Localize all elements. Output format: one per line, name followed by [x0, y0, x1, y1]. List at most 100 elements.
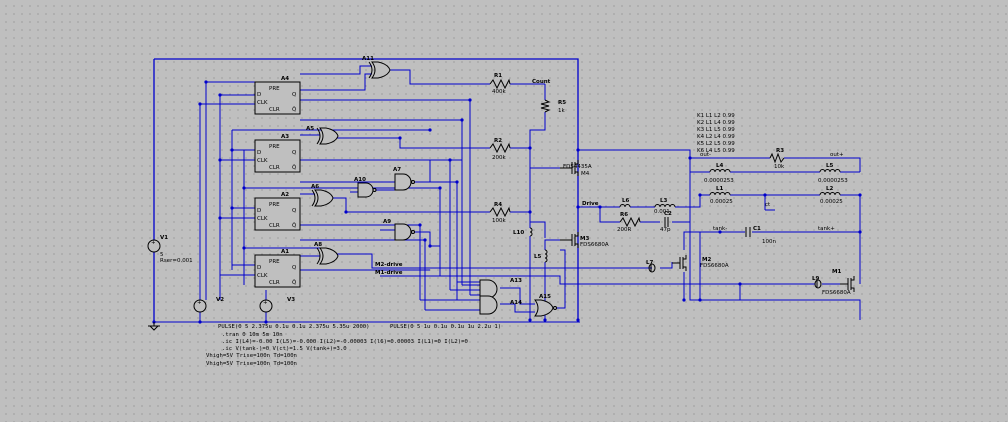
svg-text:A9: A9 [383, 219, 391, 225]
net-count: Count [532, 79, 551, 85]
svg-text:CLR: CLR [269, 165, 280, 171]
component-l7[interactable]: L7 [646, 260, 656, 273]
net-ct: ct [765, 202, 771, 208]
flipflop-label: A4 [281, 76, 289, 82]
svg-text:V3: V3 [287, 297, 295, 303]
pulse-directive-2[interactable]: PULSE(0 5 1u 0.1u 0.1u 1u 2.2u 1) [390, 324, 502, 330]
svg-text:L4: L4 [716, 163, 724, 169]
svg-text:Rser=0.001: Rser=0.001 [160, 258, 193, 264]
flipflop-a1[interactable]: A1 PRE D Q CLK CLR Q̄ [254, 249, 301, 288]
svg-text:D: D [257, 92, 261, 98]
svg-text:A7: A7 [393, 167, 401, 173]
svg-text:A8: A8 [314, 242, 322, 248]
svg-text:M1: M1 [832, 269, 841, 275]
source-v3[interactable]: + V3 [259, 297, 295, 313]
svg-text:CLR: CLR [269, 107, 280, 113]
svg-text:L1: L1 [716, 186, 724, 192]
gate-a14[interactable]: A14 [479, 295, 522, 315]
net-m1-drive: M1-drive [375, 270, 403, 276]
svg-text:Q̄: Q̄ [292, 279, 297, 286]
svg-text:A11: A11 [362, 56, 374, 62]
svg-text:PRE: PRE [269, 202, 280, 208]
svg-text:K6 L4 L5 0.99: K6 L4 L5 0.99 [697, 148, 735, 154]
gate-a6[interactable]: A6 [311, 184, 334, 207]
gate-a10[interactable]: A10 [354, 177, 377, 198]
tran-directive[interactable]: .tran 0 10m 5m 10n [222, 332, 283, 338]
inductor-l4[interactable]: L4 0.0000253 [704, 163, 734, 184]
mosfet-m4[interactable]: FDS4435A M4 [560, 160, 592, 177]
svg-text:A6: A6 [311, 184, 319, 190]
svg-text:V2: V2 [216, 297, 224, 303]
svg-text:A14: A14 [510, 300, 522, 306]
svg-text:0.0000253: 0.0000253 [704, 178, 734, 184]
resistor-r6[interactable]: R6 200R [617, 212, 641, 233]
svg-text:PRE: PRE [269, 259, 280, 265]
resistor-r3[interactable]: R3 10k [769, 148, 785, 170]
svg-text:K4 L2 L4 0.99: K4 L2 L4 0.99 [697, 134, 735, 140]
source-v1[interactable]: + V1 5 Rser=0.001 [147, 235, 193, 264]
svg-text:FDS6680A: FDS6680A [700, 263, 729, 269]
svg-text:CLK: CLK [257, 158, 268, 164]
net-out-plus: out+ [830, 152, 844, 158]
svg-text:FDS6680A: FDS6680A [580, 242, 609, 248]
inductor-l6[interactable]: L6 [619, 198, 631, 208]
svg-text:CLK: CLK [257, 216, 268, 222]
svg-text:47p: 47p [660, 227, 671, 233]
mosfet-m1[interactable]: M1 FDS6680A [822, 269, 855, 296]
inductor-l1[interactable]: L1 0.00025 [709, 186, 733, 205]
svg-text:+: + [197, 300, 202, 306]
svg-text:200k: 200k [492, 155, 506, 161]
svg-text:PRE: PRE [269, 86, 280, 92]
inductor-l5-lower[interactable]: L5 [534, 249, 548, 263]
svg-text:400k: 400k [492, 89, 506, 95]
gate-a5[interactable]: A5 [306, 126, 339, 145]
svg-text:L3: L3 [660, 198, 668, 204]
svg-text:C1: C1 [753, 226, 761, 232]
resistor-r5[interactable]: R5 1k [540, 99, 566, 114]
resistor-r1[interactable]: R1 400k [489, 73, 511, 95]
mosfet-m2[interactable]: M2 FDS6680A [672, 255, 729, 271]
svg-text:A10: A10 [354, 177, 366, 183]
vhigh-directive-2[interactable]: Vhigh=5V Trise=100n Td=100n [206, 361, 297, 367]
inductor-l10[interactable]: L10 [513, 227, 533, 237]
resistor-r4[interactable]: R4 100k [489, 202, 511, 224]
gate-a11[interactable]: A11 [362, 56, 391, 79]
gate-a9[interactable]: A9 [383, 219, 415, 241]
svg-text:0.00025: 0.00025 [820, 199, 843, 205]
flipflop-a2[interactable]: A2 PRE D Q CLK CLR Q̄ [254, 192, 301, 231]
inductor-l2[interactable]: L2 0.00025 [819, 186, 843, 205]
gate-a15[interactable]: A15 [534, 294, 557, 317]
svg-text:D: D [257, 150, 261, 156]
source-v2[interactable]: + V2 [193, 297, 224, 313]
inductor-l5[interactable]: L5 0.0000253 [818, 163, 848, 184]
ic-directive-2[interactable]: .ic V(tank-)=0 V(ct)=1.5 V(tank+)=3.0 [222, 346, 347, 352]
svg-text:D: D [257, 208, 261, 214]
flipflop-a3[interactable]: A3 PRE D Q CLK CLR Q̄ [254, 134, 301, 173]
net-drive: Drive [582, 201, 599, 207]
pulse-directive-1[interactable]: PULSE(0 5 2.375u 0.1u 0.1u 2.375u 5.35u … [218, 324, 370, 330]
net-tank-plus: tank+ [818, 226, 835, 232]
svg-text:L9: L9 [812, 276, 820, 282]
svg-text:R1: R1 [494, 73, 502, 79]
capacitor-c1[interactable]: C1 100n [745, 226, 776, 245]
gate-a7[interactable]: A7 [393, 167, 415, 191]
svg-text:L7: L7 [646, 260, 654, 266]
ic-directive-1[interactable]: .ic I(L4)=-0.00 I(L5)=-0.000 I(L2)=-0.00… [222, 339, 468, 345]
svg-text:R6: R6 [620, 212, 628, 218]
gate-a8[interactable]: A8 [314, 242, 339, 265]
svg-text:R5: R5 [558, 100, 566, 106]
svg-text:10k: 10k [774, 164, 785, 170]
vhigh-directive-1[interactable]: Vhigh=5V Trise=100n Td=100n [206, 353, 297, 359]
flipflop-a4[interactable]: A4 PRE D Q CLK CLR Q̄ [254, 76, 301, 115]
resistor-r2[interactable]: R2 200k [489, 138, 511, 161]
capacitor-c2[interactable]: C2 47p [660, 211, 672, 233]
mosfet-m3[interactable]: M3 FDS6680A [560, 232, 609, 248]
svg-text:200R: 200R [617, 227, 631, 233]
svg-text:M2: M2 [702, 257, 711, 263]
component-l9[interactable]: L9 [812, 276, 822, 289]
svg-text:+: + [151, 240, 156, 246]
svg-text:M3: M3 [580, 236, 589, 242]
inductor-l3[interactable]: L3 0.001 [654, 198, 676, 215]
